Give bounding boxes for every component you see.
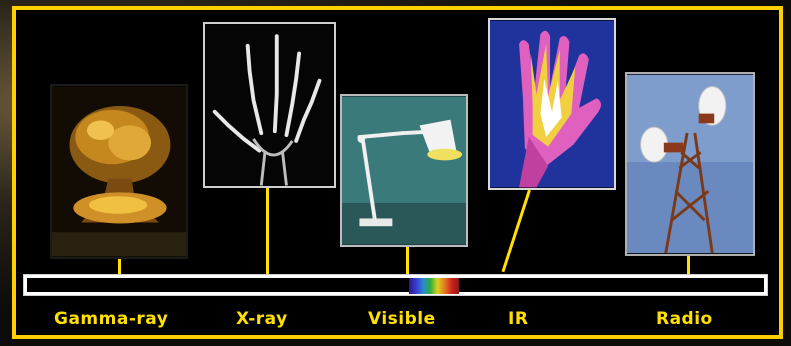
visible-rainbow — [409, 278, 459, 294]
x-ray-connector — [266, 188, 269, 275]
label-gamma-ray: Gamma-ray — [54, 309, 168, 329]
mushroom-cloud-image — [52, 86, 186, 257]
thermal-hand-image — [490, 20, 614, 188]
ir-photo — [488, 18, 616, 190]
visible-connector — [406, 247, 409, 275]
x-ray-photo — [203, 22, 336, 188]
spectrum-bar — [23, 274, 768, 296]
radio-tower-image — [627, 74, 753, 254]
label-visible: Visible — [368, 309, 436, 329]
radio-connector — [687, 256, 690, 275]
label-radio: Radio — [656, 309, 713, 329]
gamma-ray-photo — [50, 84, 188, 259]
hand-xray-image — [205, 24, 334, 186]
spectrum-bar-inner — [27, 278, 764, 292]
visible-photo — [340, 94, 468, 247]
label-x-ray: X-ray — [236, 309, 288, 329]
desk-lamp-image — [342, 96, 466, 245]
radio-photo — [625, 72, 755, 256]
label-ir: IR — [508, 309, 528, 329]
gamma-ray-connector — [118, 259, 121, 275]
